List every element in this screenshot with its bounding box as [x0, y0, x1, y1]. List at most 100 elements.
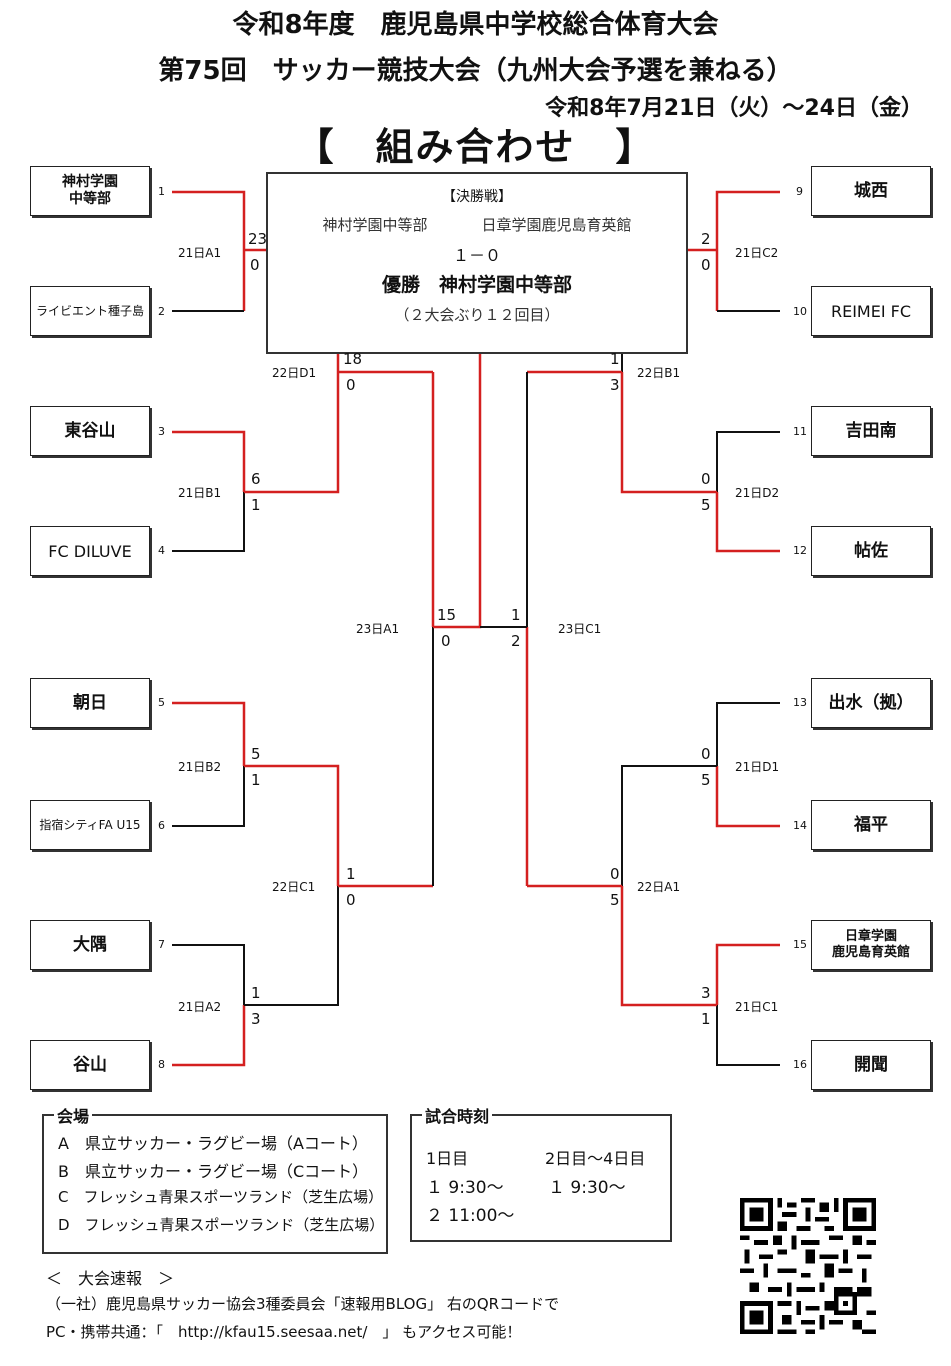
- venue-box: [42, 1114, 388, 1254]
- final-teams: 神村学園中等部 日章学園鹿児島育英館: [268, 214, 686, 235]
- footer-line2: PC・携帯共通：「 http://kfau15.seesaa.net/ 」 もア…: [46, 1323, 522, 1341]
- seed-8: 8: [158, 1058, 165, 1071]
- final-winner: 優勝 神村学園中等部: [381, 274, 572, 296]
- match-label: 22日A1: [637, 880, 681, 894]
- team-11: 吉田南: [811, 406, 931, 456]
- match-score-bottom: 5: [701, 496, 711, 514]
- match-label: 21日B2: [178, 760, 222, 774]
- venue-item: D フレッシュ青果スポーツランド（芝生広場）: [58, 1216, 385, 1234]
- day2-header: 2日目～4日目: [545, 1149, 646, 1168]
- team-14: 福平: [811, 800, 931, 850]
- match-score-top: 2: [701, 230, 711, 248]
- match-score-top: 1: [251, 984, 261, 1002]
- match-label: 21日B1: [178, 486, 222, 500]
- match-score-top: 1: [346, 865, 356, 883]
- match-score-top: 18: [343, 350, 363, 368]
- seed-11: 11: [793, 425, 807, 438]
- team-8: 谷山: [30, 1040, 150, 1090]
- match-score-bottom: 5: [701, 771, 711, 789]
- venue-item: B 県立サッカー・ラグビー場（Cコート）: [58, 1162, 369, 1181]
- match-score-bottom: 0: [346, 376, 356, 394]
- seed-6: 6: [158, 819, 165, 832]
- match-score-top: 1: [511, 606, 521, 624]
- final-match-box: 【決勝戦】 神村学園中等部 日章学園鹿児島育英館 １－０ 優勝 神村学園中等部 （…: [266, 172, 688, 354]
- final-note: （２大会ぶり１２回目）: [394, 306, 560, 324]
- seed-13: 13: [793, 696, 807, 709]
- page-title: 【 組み合わせ 】: [295, 125, 656, 169]
- day1-time: １ 9:30～: [426, 1178, 504, 1198]
- seed-3: 3: [158, 425, 165, 438]
- final-team-left: 神村学園中等部: [322, 216, 428, 234]
- match-label: 21日C1: [735, 1000, 779, 1014]
- tournament-dates: 令和8年7月21日（火）～24日（金）: [545, 96, 923, 121]
- match-score-bottom: 0: [441, 632, 451, 650]
- match-score-bottom: 5: [610, 891, 620, 909]
- final-heading: 【決勝戦】: [442, 189, 512, 205]
- match-score-top: 5: [251, 745, 261, 763]
- match-score-top: 0: [701, 470, 711, 488]
- match-score-top: 23: [248, 230, 268, 248]
- team-13: 出水（拠）: [811, 678, 931, 728]
- seed-9: 9: [796, 185, 803, 198]
- match-label: 21日A1: [178, 246, 222, 260]
- day1-header: 1日目: [426, 1149, 469, 1168]
- team-12: 帖佐: [811, 526, 931, 576]
- match-score-top: 6: [251, 470, 261, 488]
- venue-item: C フレッシュ青果スポーツランド（芝生広場）: [58, 1188, 384, 1206]
- match-score-top: 0: [701, 745, 711, 763]
- qr-code-icon[interactable]: [740, 1198, 876, 1334]
- title-line2: 第75回 サッカー競技大会（九州大会予選を兼ねる）: [158, 56, 793, 86]
- match-score-bottom: 0: [250, 256, 260, 274]
- seed-10: 10: [793, 305, 807, 318]
- seed-15: 15: [793, 938, 807, 951]
- match-score-bottom: 1: [251, 496, 261, 514]
- team-9: 城西: [811, 166, 931, 216]
- team-1: 神村学園中等部: [30, 166, 150, 216]
- venue-title: 会場: [54, 1103, 93, 1127]
- team-6: 指宿シティFA U15: [30, 800, 150, 850]
- seed-4: 4: [158, 544, 165, 557]
- match-score-top: 15: [437, 606, 457, 624]
- match-label: 22日C1: [272, 880, 316, 894]
- team-5: 朝日: [30, 678, 150, 728]
- match-label: 21日D1: [735, 760, 780, 774]
- match-label: 21日A2: [178, 1000, 222, 1014]
- seed-2: 2: [158, 305, 165, 318]
- title-line1: 令和8年度 鹿児島県中学校総合体育大会: [232, 10, 719, 40]
- bracket-right-r3: [480, 372, 529, 886]
- team-10: REIMEI FC: [811, 286, 931, 336]
- match-score-bottom: 0: [346, 891, 356, 909]
- match-score-bottom: 3: [251, 1010, 261, 1028]
- seed-1: 1: [158, 185, 165, 198]
- final-score: １－０: [452, 246, 501, 265]
- team-4: FC DILUVE: [30, 526, 150, 576]
- match-score-top: 0: [610, 865, 620, 883]
- match-label: 21日D2: [735, 486, 780, 500]
- day2-time: １ 9:30～: [548, 1178, 626, 1198]
- match-label: 22日B1: [637, 366, 681, 380]
- match-time-box: [410, 1114, 672, 1242]
- team-15: 日章学園鹿児島育英館: [811, 920, 931, 970]
- match-score-top: 3: [701, 984, 711, 1002]
- match-score-top: 1: [610, 350, 620, 368]
- match-label: 21日C2: [735, 246, 779, 260]
- bracket-left-r1: [172, 190, 266, 1067]
- bracket-right-r2: [527, 350, 717, 1007]
- team-7: 大隅: [30, 920, 150, 970]
- team-3: 東谷山: [30, 406, 150, 456]
- venue-item: A 県立サッカー・ラグビー場（Aコート）: [58, 1134, 368, 1153]
- day1-time: ２ 11:00～: [426, 1206, 515, 1226]
- match-score-bottom: 0: [701, 256, 711, 274]
- seed-7: 7: [158, 938, 165, 951]
- match-score-bottom: 3: [610, 376, 620, 394]
- final-team-right: 日章学園鹿児島育英館: [481, 216, 632, 234]
- footer-heading: ＜ 大会速報 ＞: [46, 1269, 175, 1288]
- match-label: 23日A1: [356, 622, 400, 636]
- match-score-bottom: 1: [701, 1010, 711, 1028]
- team-2: ライビエント種子島: [30, 286, 150, 336]
- match-time-title: 試合時刻: [422, 1103, 493, 1127]
- bracket-right-r1: [686, 190, 780, 1066]
- match-score-bottom: 1: [251, 771, 261, 789]
- match-label: 23日C1: [558, 622, 602, 636]
